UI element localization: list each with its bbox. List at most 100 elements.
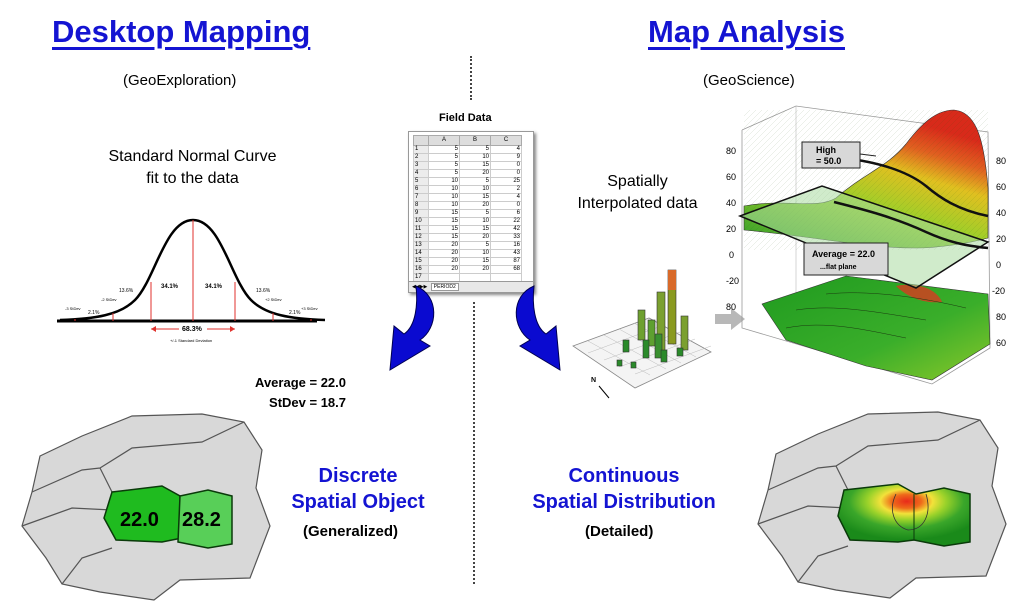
axis-label-left: 60 (726, 172, 736, 182)
high-callout-line2: = 50.0 (816, 156, 841, 166)
sheet-cell[interactable]: 20 (459, 169, 491, 178)
sheet-cell[interactable]: 5 (459, 209, 491, 218)
range-arrow-head-right (230, 326, 235, 332)
sheet-cell[interactable]: 15 (459, 225, 491, 234)
region-boundaries (21, 421, 245, 585)
row-number: 14 (413, 249, 429, 258)
sheet-cell[interactable]: 9 (490, 153, 522, 162)
blue-arrow-right (515, 285, 561, 371)
sheet-cell[interactable]: 10 (459, 217, 491, 226)
row-number: 12 (413, 233, 429, 242)
sheet-cell[interactable]: 42 (490, 225, 522, 234)
sheet-cell[interactable]: 43 (490, 249, 522, 258)
bar-point (622, 339, 630, 353)
sheet-cell[interactable]: 10 (428, 201, 460, 210)
normal-curve-chart: 2.1% 13.6% 34.1% 34.1% 13.6% 2.1% -3 StD… (57, 218, 325, 343)
sheet-cell[interactable]: 0 (490, 201, 522, 210)
sheet-cell[interactable]: 33 (490, 233, 522, 242)
sheet-cell[interactable]: 25 (490, 177, 522, 186)
sd-label-p3: +3 StDev (301, 306, 318, 311)
axis-label-left: 80 (726, 146, 736, 156)
axis-label-right: 80 (996, 156, 1006, 166)
sheet-cell[interactable]: 20 (428, 265, 460, 274)
map-object-1 (103, 485, 183, 543)
sheet-cell[interactable]: 0 (490, 169, 522, 178)
high-callout-box (801, 141, 861, 169)
sheet-cell[interactable]: 15 (459, 257, 491, 266)
center-divider-bottom (473, 302, 475, 584)
map-value-2: 28.2 (182, 509, 221, 531)
north-arrow-icon (598, 385, 610, 399)
bar-point (660, 349, 668, 363)
continuous-map (757, 411, 1007, 599)
pct-label-4: 34.1% (205, 284, 223, 290)
sheet-cell[interactable]: 68 (490, 265, 522, 274)
sheet-cell[interactable]: 5 (459, 145, 491, 154)
sheet-cell[interactable]: 10 (428, 193, 460, 202)
sheet-cell[interactable]: 2 (490, 185, 522, 194)
sheet-cell[interactable]: 4 (490, 145, 522, 154)
sheet-cell[interactable]: 10 (428, 185, 460, 194)
sheet-cell[interactable]: 10 (459, 153, 491, 162)
column-header: B (459, 135, 491, 146)
sheet-cell[interactable]: 15 (459, 193, 491, 202)
sheet-cell[interactable]: 15 (428, 233, 460, 242)
continuous-label-line1: Continuous (568, 465, 680, 487)
axis-label-right: 60 (996, 338, 1006, 348)
sheet-cell[interactable]: 5 (428, 153, 460, 162)
map-object-2 (177, 489, 233, 549)
sheet-cell[interactable]: 15 (428, 225, 460, 234)
sheet-cell[interactable]: 5 (428, 161, 460, 170)
row-number: 10 (413, 217, 429, 226)
sheet-cell[interactable]: 0 (490, 161, 522, 170)
bar-point (630, 361, 637, 369)
sheet-cell[interactable]: 5 (459, 241, 491, 250)
axis-label-right: 60 (996, 182, 1006, 192)
row-number: 6 (413, 185, 429, 194)
sheet-cell[interactable]: 15 (428, 209, 460, 218)
axis-label-right: 40 (996, 208, 1006, 218)
bar-point (654, 333, 663, 359)
sheet-cell[interactable]: 5 (459, 177, 491, 186)
sheet-cell[interactable]: 20 (459, 265, 491, 274)
curve-caption-line1: Standard Normal Curve (108, 148, 277, 165)
sheet-cell[interactable]: 20 (428, 257, 460, 266)
discrete-label-line2: Spatial Object (291, 491, 425, 513)
bar-point (680, 315, 689, 351)
axis-labels-right: 80 60 40 20 0 -20 80 60 (992, 156, 1006, 348)
blue-curved-arrow-icon (389, 285, 435, 371)
stdev-label: StDev = 18.7 (269, 395, 346, 410)
sheet-cell[interactable]: 5 (428, 145, 460, 154)
sheet-cell[interactable]: 22 (490, 217, 522, 226)
sheet-cell[interactable]: 20 (459, 201, 491, 210)
sheet-cell[interactable]: 5 (428, 169, 460, 178)
sheet-cell[interactable]: 15 (428, 217, 460, 226)
sheet-tab[interactable]: PERIOD2 (430, 283, 459, 291)
row-number: 2 (413, 153, 429, 162)
sheet-cell[interactable]: 20 (428, 249, 460, 258)
average-label: Average = 22.0 (255, 375, 346, 390)
pct-label-1: 2.1% (88, 310, 100, 316)
sheet-cell[interactable]: 10 (459, 185, 491, 194)
sheet-cell[interactable]: 15 (459, 161, 491, 170)
blue-arrow-left (389, 285, 435, 371)
row-number: 8 (413, 201, 429, 210)
sheet-cell[interactable]: 4 (490, 193, 522, 202)
sheet-cell[interactable]: 20 (459, 233, 491, 242)
blue-curved-arrow-icon (515, 285, 561, 371)
sheet-cell[interactable]: 16 (490, 241, 522, 250)
sheet-cell[interactable]: 10 (459, 249, 491, 258)
sheet-cell[interactable]: 6 (490, 209, 522, 218)
sheet-cell[interactable]: 10 (428, 177, 460, 186)
row-number: 1 (413, 145, 429, 154)
region-boundaries (757, 419, 981, 583)
sheet-cell[interactable]: 20 (428, 241, 460, 250)
right-title: Map Analysis (648, 14, 845, 49)
sheet-cell[interactable]: 87 (490, 257, 522, 266)
